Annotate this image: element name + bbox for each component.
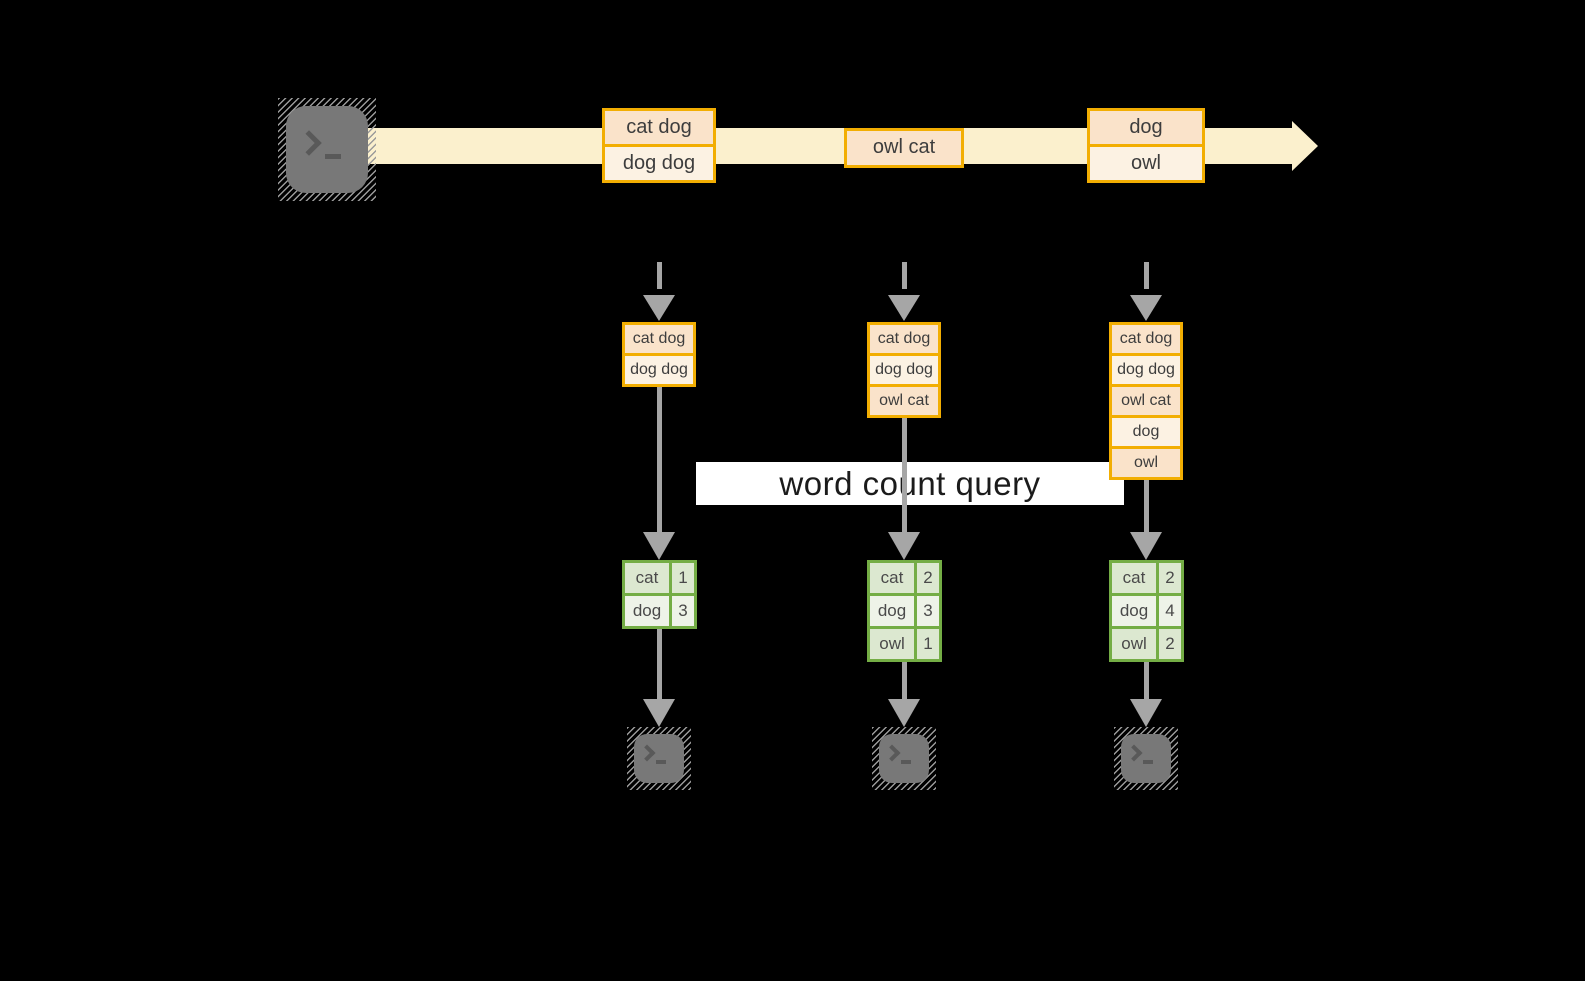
count-table-row: dog 3 <box>867 593 942 629</box>
terminal-screen <box>634 734 684 783</box>
word-cell: dog <box>1109 593 1159 629</box>
query-arrowhead-icon <box>888 532 920 560</box>
word-cell: cat <box>867 560 917 596</box>
stream-event-row: dog <box>1087 108 1205 147</box>
stream-event-row: dog dog <box>602 144 716 183</box>
record-buffer-stack: cat dog dog dog owl cat <box>867 322 941 418</box>
count-table: cat 1 dog 3 <box>622 560 697 629</box>
terminal-cursor-icon <box>1143 760 1153 764</box>
terminal-screen <box>879 734 929 783</box>
record-buffer-stack: cat dog dog dog <box>622 322 696 387</box>
stream-event-box: dog owl <box>1087 108 1205 183</box>
output-arrowhead-icon <box>643 699 675 727</box>
count-table-row: cat 2 <box>867 560 942 596</box>
stream-arrowhead-icon <box>1292 121 1318 171</box>
terminal-cursor-icon <box>325 154 341 159</box>
count-cell: 1 <box>669 560 697 596</box>
output-arrow <box>1144 651 1149 701</box>
query-arrowhead-icon <box>643 532 675 560</box>
buffer-row: cat dog <box>867 322 941 356</box>
word-count-query-label: word count query <box>779 464 1041 502</box>
buffer-row: dog dog <box>867 353 941 387</box>
count-table: cat 2 dog 4 owl 2 <box>1109 560 1184 662</box>
count-table-row: cat 2 <box>1109 560 1184 596</box>
count-cell: 2 <box>1156 626 1184 662</box>
terminal-screen <box>1121 734 1171 783</box>
stream-event-row: owl cat <box>844 128 964 168</box>
record-buffer-stack: cat dog dog dog owl cat dog owl <box>1109 322 1183 480</box>
buffer-row: owl cat <box>1109 384 1183 418</box>
terminal-cursor-icon <box>656 760 666 764</box>
output-arrow <box>657 621 662 701</box>
buffer-row: dog dog <box>1109 353 1183 387</box>
count-cell: 1 <box>914 626 942 662</box>
buffer-row: dog <box>1109 415 1183 449</box>
buffer-row: dog dog <box>622 353 696 387</box>
stream-event-box: cat dog dog dog <box>602 108 716 183</box>
output-terminal-icon <box>627 727 691 790</box>
output-terminal-icon <box>1114 727 1178 790</box>
ingest-dashed-arrow <box>657 262 662 289</box>
word-cell: cat <box>1109 560 1159 596</box>
query-arrow <box>657 385 662 534</box>
count-table-row: owl 2 <box>1109 626 1184 662</box>
output-arrowhead-icon <box>1130 699 1162 727</box>
word-cell: owl <box>1109 626 1159 662</box>
count-cell: 3 <box>669 593 697 629</box>
count-table-row: cat 1 <box>622 560 697 596</box>
count-table-row: owl 1 <box>867 626 942 662</box>
word-cell: cat <box>622 560 672 596</box>
source-terminal-icon <box>278 98 376 201</box>
ingest-dashed-arrow <box>902 262 907 289</box>
count-table: cat 2 dog 3 owl 1 <box>867 560 942 662</box>
count-cell: 3 <box>914 593 942 629</box>
count-cell: 2 <box>1156 560 1184 596</box>
ingest-arrowhead-icon <box>643 295 675 321</box>
word-cell: dog <box>867 593 917 629</box>
count-cell: 4 <box>1156 593 1184 629</box>
count-table-row: dog 3 <box>622 593 697 629</box>
query-arrow <box>902 416 907 534</box>
terminal-screen <box>286 106 368 193</box>
terminal-cursor-icon <box>901 760 911 764</box>
buffer-row: owl cat <box>867 384 941 418</box>
buffer-row: owl <box>1109 446 1183 480</box>
buffer-row: cat dog <box>622 322 696 356</box>
stream-event-box: owl cat <box>844 128 964 168</box>
query-arrow <box>1144 478 1149 534</box>
word-cell: dog <box>622 593 672 629</box>
query-banner: word count query <box>696 462 1124 505</box>
buffer-row: cat dog <box>1109 322 1183 356</box>
ingest-arrowhead-icon <box>888 295 920 321</box>
ingest-dashed-arrow <box>1144 262 1149 289</box>
stream-event-row: cat dog <box>602 108 716 147</box>
word-cell: owl <box>867 626 917 662</box>
stream-event-row: owl <box>1087 144 1205 183</box>
output-arrow <box>902 651 907 701</box>
output-terminal-icon <box>872 727 936 790</box>
ingest-arrowhead-icon <box>1130 295 1162 321</box>
query-arrowhead-icon <box>1130 532 1162 560</box>
output-arrowhead-icon <box>888 699 920 727</box>
count-table-row: dog 4 <box>1109 593 1184 629</box>
count-cell: 2 <box>914 560 942 596</box>
